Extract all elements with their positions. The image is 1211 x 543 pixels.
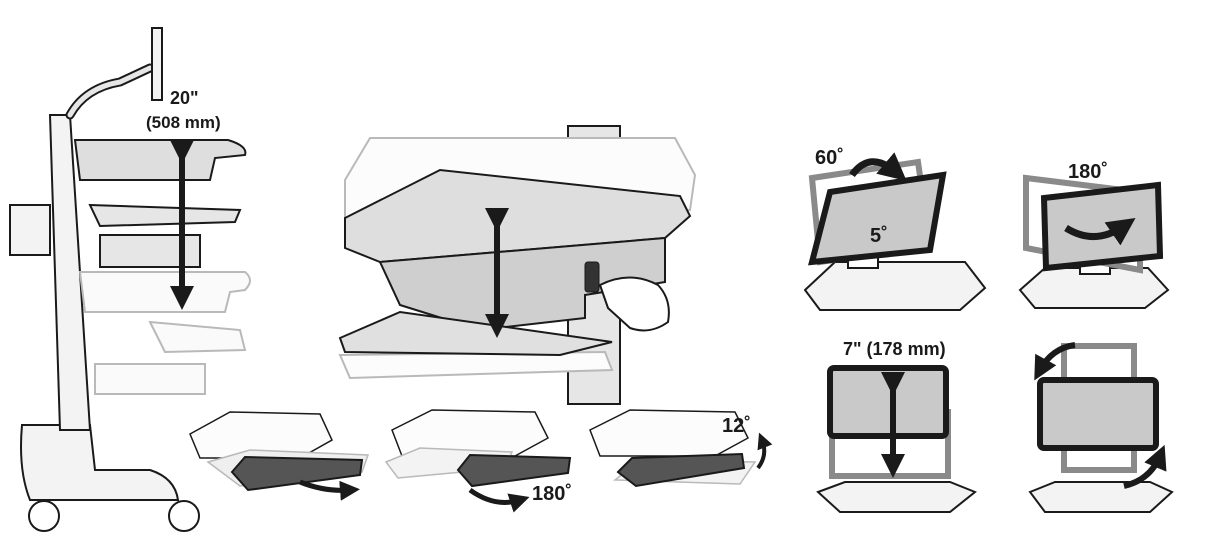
- cart-base: [20, 424, 180, 501]
- work-surface-lowered-ghost: [78, 271, 251, 313]
- monitor-swivel-panel: 180˚: [1018, 160, 1170, 309]
- monitor-height-front: [827, 365, 949, 439]
- cart-column: [48, 114, 92, 431]
- monitor-rotate-front: [1037, 377, 1159, 451]
- monitor-tilt-panel: 60˚ 5˚: [803, 146, 987, 311]
- slide-out-arrow: [299, 479, 360, 501]
- monitor-side-view: [151, 27, 163, 101]
- keyboard-tray-lowered-ghost: [148, 320, 247, 354]
- monitor-swivel-label: 180˚: [1068, 160, 1108, 183]
- keyboard-tray-raised: [88, 203, 242, 228]
- monitor-base-height: [816, 481, 977, 513]
- cart-caster-rear: [168, 500, 200, 532]
- keyboard-rotated: [456, 453, 572, 488]
- keyboard-tilt-label: 12˚: [722, 414, 751, 437]
- keyboard-tray-tilt: 12˚: [589, 409, 773, 488]
- keyboard-rotate-label: 180˚: [532, 482, 572, 505]
- monitor-height-label: 7" (178 mm): [843, 339, 946, 359]
- cart-height-label: 20": [170, 88, 199, 108]
- work-surface-panel: [338, 125, 697, 405]
- keyboard-tray-slide: [189, 411, 370, 501]
- monitor-base-tilt: [803, 261, 987, 311]
- monitor-rotate-panel: [1028, 342, 1174, 513]
- monitor-tilt-down-label: 5˚: [870, 224, 888, 247]
- monitor-tilt-arrow: [849, 152, 907, 182]
- monitor-swivel-arrow: [1064, 218, 1136, 246]
- work-surface-body: [378, 236, 666, 332]
- rotate-arrow: [468, 487, 530, 513]
- cart-side-bin: [9, 204, 51, 256]
- monitor-height-panel: 7" (178 mm): [816, 339, 977, 513]
- keyboard-tray-surface-ghost: [189, 411, 333, 459]
- monitor-swivel-front: [1040, 181, 1164, 272]
- operator-hand: [598, 276, 670, 332]
- keyboard-tray-rotate: 180˚: [384, 409, 572, 513]
- monitor-tilt-up-label: 60˚: [815, 146, 844, 169]
- keyboard: [230, 455, 364, 492]
- keyboard-tray-surface-tilt: [589, 409, 749, 457]
- tilt-arrow: [756, 432, 773, 470]
- monitor-swivel-ghost: [1023, 174, 1143, 274]
- height-release-handle: [584, 261, 600, 293]
- keyboard-tilted: [616, 452, 746, 488]
- cart-caster-front: [28, 500, 60, 532]
- drawer-ghost: [94, 363, 206, 395]
- work-surface-keyboard-tray: [338, 310, 613, 357]
- work-surface-raised: [73, 139, 247, 181]
- cart-side-view-panel: 20" (508 mm): [9, 27, 251, 532]
- monitor-tilt-front: [808, 171, 947, 266]
- work-surface-top: [344, 168, 692, 264]
- monitor-base-rotate: [1028, 481, 1174, 513]
- cart-height-metric-label: (508 mm): [146, 113, 221, 132]
- monitor-rotate-arrow-bottom: [1123, 444, 1167, 489]
- monitor-rotate-arrow-top: [1034, 342, 1076, 381]
